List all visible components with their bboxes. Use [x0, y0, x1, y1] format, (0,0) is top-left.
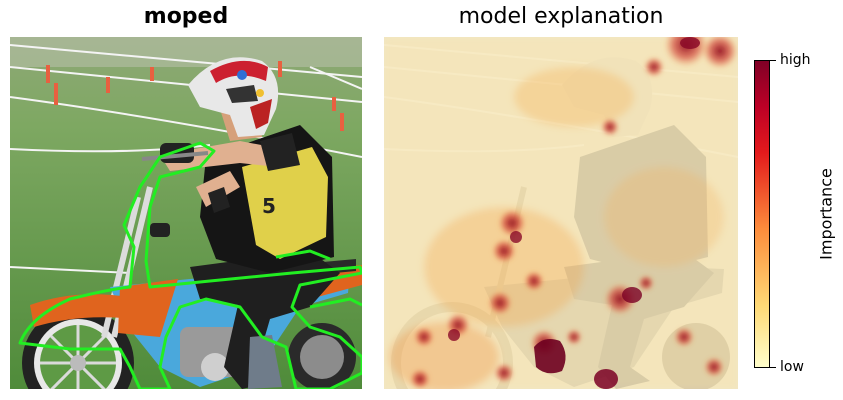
importance-peaks — [448, 37, 700, 389]
svg-text:5: 5 — [262, 194, 276, 218]
importance-haze — [384, 37, 738, 389]
segmentation-outline — [18, 141, 362, 389]
left-panel-title: moped — [143, 4, 229, 29]
explanation-heatmap-panel — [384, 37, 738, 389]
colorbar-low-label: low — [780, 359, 804, 375]
colorbar-axis-label: Importance — [816, 168, 836, 260]
colorbar-high-label: high — [780, 52, 811, 68]
fuel-tank — [118, 279, 178, 337]
far-field — [10, 37, 362, 67]
importance-colorbar — [754, 60, 770, 368]
right-panel-title: model explanation — [458, 4, 664, 29]
rear-wheel — [288, 323, 356, 389]
input-image: 5 — [10, 37, 362, 389]
colorbar-tick-high — [770, 60, 776, 61]
track-posts — [46, 61, 344, 131]
front-fender — [30, 294, 140, 327]
colorbar-tick-low — [770, 367, 776, 368]
input-image-panel: 5 — [10, 37, 362, 389]
explanation-heatmap — [384, 37, 738, 389]
